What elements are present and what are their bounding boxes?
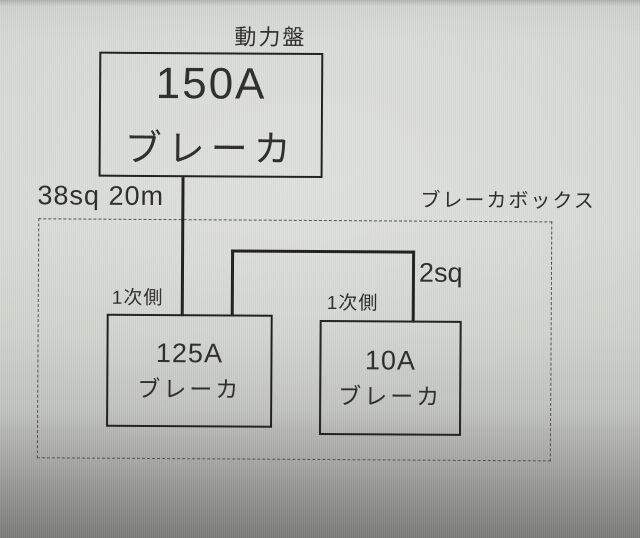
main-breaker-amperage: 150A <box>155 58 267 109</box>
sub-breaker-right-box: 10A ブレーカ <box>318 319 462 436</box>
sub-breaker-left-amperage: 125A <box>155 337 224 369</box>
branch-wire-left-riser <box>230 249 235 317</box>
branch-wire-right-riser <box>411 250 416 323</box>
main-breaker-type-label: ブレーカ <box>124 127 297 170</box>
breaker-box-label: ブレーカボックス <box>420 189 596 213</box>
sub-breaker-right-amperage: 10A <box>364 345 417 376</box>
primary-side-label-right: 1次側 <box>326 293 379 315</box>
sub-breaker-left-box: 125A ブレーカ <box>106 313 273 428</box>
main-breaker-box: 150A ブレーカ <box>98 51 324 179</box>
primary-side-label-left: 1次側 <box>111 287 164 310</box>
power-panel-label: 動力盤 <box>234 24 307 50</box>
sub-breaker-left-type-label: ブレーカ <box>137 375 242 403</box>
sub-breaker-right-type-label: ブレーカ <box>338 383 443 410</box>
branch-wire-size-label: 2sq <box>418 257 463 288</box>
main-feed-cable-label: 38sq 20m <box>37 180 165 212</box>
